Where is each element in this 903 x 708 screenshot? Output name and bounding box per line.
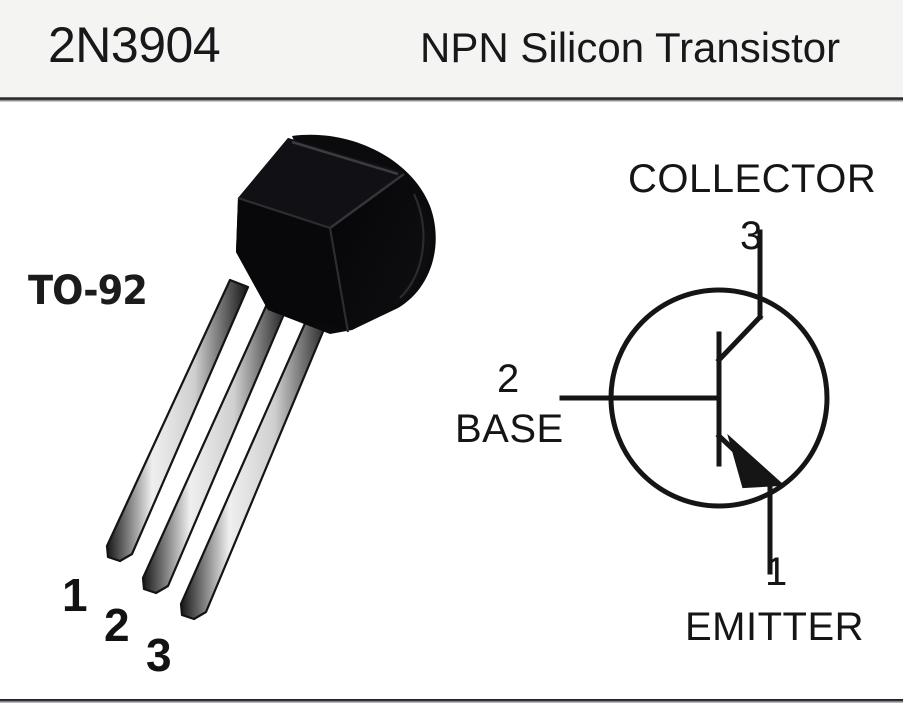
footer-divider-rule [0,699,903,703]
emitter-pin-number: 1 [765,550,788,594]
body-edge-highlight-front [237,196,350,333]
collector-pin-number: 3 [740,214,763,258]
body-edge-highlight-back [399,193,425,299]
symbol-emitter-arrowhead [727,433,785,489]
npn-symbol-figure [440,102,903,700]
page-header: 2N3904 NPN Silicon Transistor [0,0,903,99]
package-lead-1 [105,278,250,563]
npn-transistor-symbol [559,229,830,575]
package-leads [105,278,334,621]
package-body [236,134,436,334]
body-edge-highlight-top [291,140,399,176]
package-type-label: TO-92 [28,268,148,314]
package-pin-number-3: 3 [146,629,172,681]
base-terminal-label: BASE [455,407,564,451]
part-number-title: 2N3904 [48,17,221,73]
page-body [0,102,903,698]
emitter-terminal-label: EMITTER [685,605,865,649]
base-pin-number: 2 [497,357,520,401]
to92-package-drawing [105,134,436,621]
to92-package-figure [0,102,460,700]
body-edge-highlight-ridge [329,172,405,230]
part-description-title: NPN Silicon Transistor [420,24,841,71]
package-pin-number-2: 2 [104,599,130,651]
header-divider-rule [0,97,903,102]
symbol-collector-slant [715,313,764,364]
package-pin-number-1: 1 [62,569,88,621]
collector-terminal-label: COLLECTOR [628,157,877,201]
